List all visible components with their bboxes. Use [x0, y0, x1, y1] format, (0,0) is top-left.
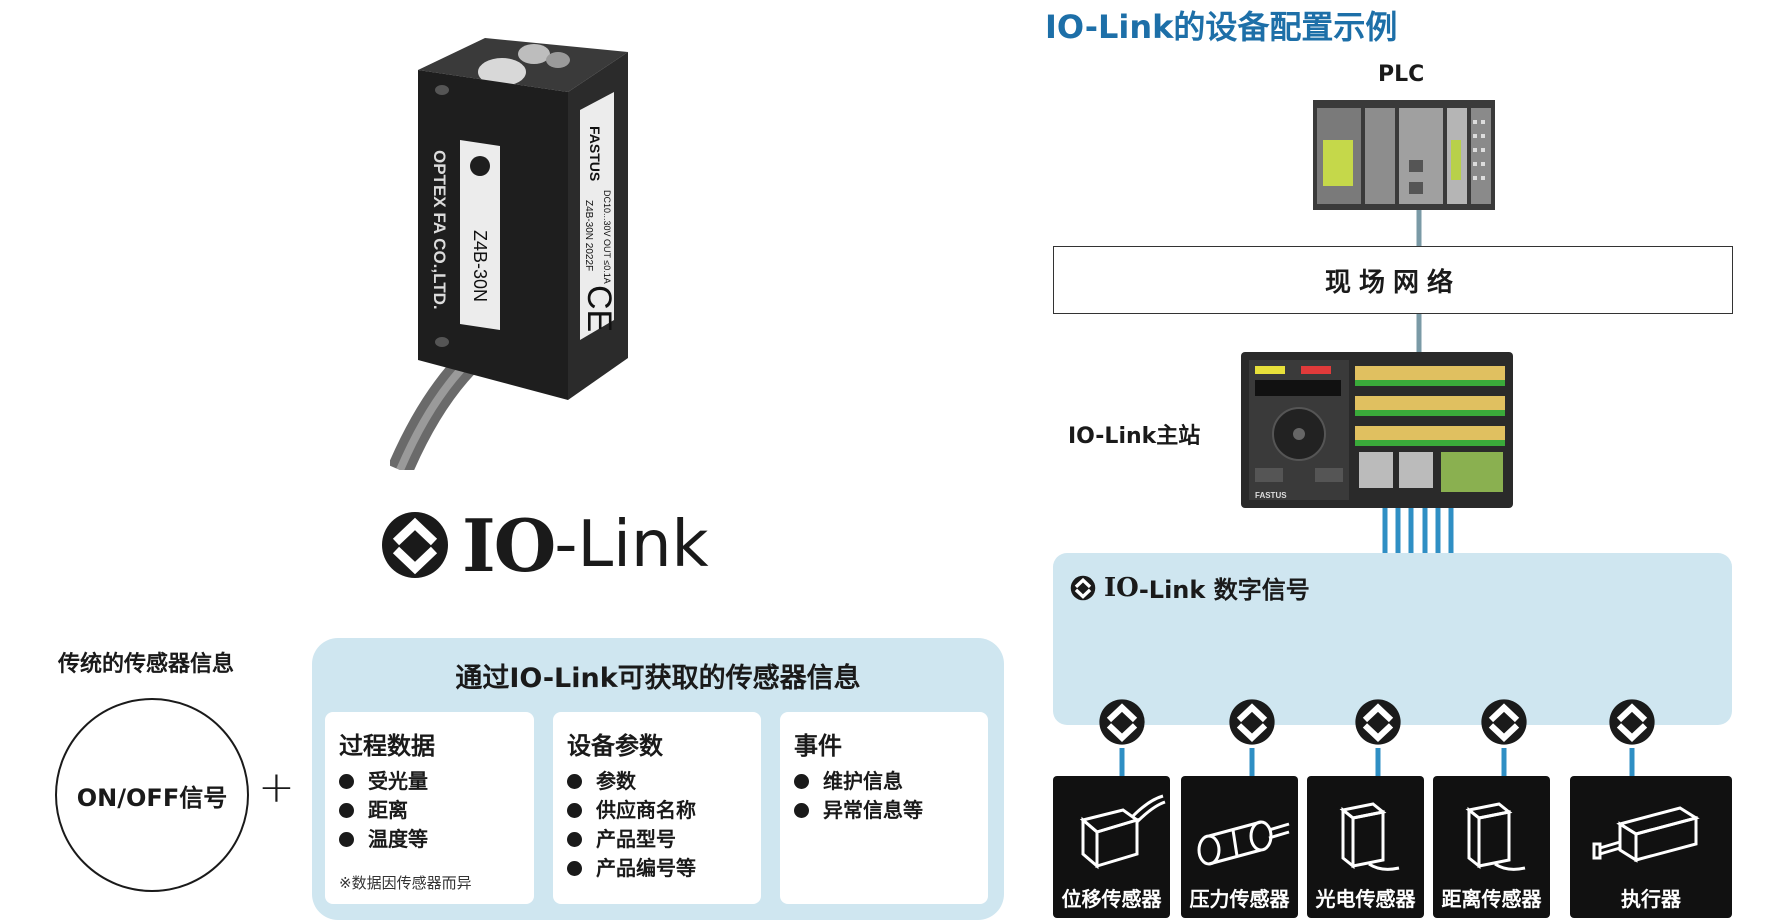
onoff-signal-label: ON/OFF信号: [76, 783, 228, 812]
connector-icon: [1609, 699, 1655, 745]
list-item: 距离: [339, 796, 534, 825]
card-title: 事件: [794, 732, 842, 760]
card-events: 事件 维护信息 异常信息等: [780, 712, 988, 904]
list-item: 参数: [567, 767, 761, 796]
list-item: 维护信息: [794, 767, 988, 796]
distance-sensor-icon: [1465, 802, 1526, 871]
iolink-logo-link: -Link: [554, 508, 709, 582]
field-network-box: 现场网络: [1053, 246, 1733, 314]
connector-icon: [1099, 699, 1145, 745]
device-label: 执行器: [1621, 887, 1681, 911]
iolink-symbol-icon: [1070, 575, 1096, 600]
list-item: 产品编号等: [567, 854, 761, 883]
displacement-sensor-icon: [1079, 794, 1166, 870]
sensor-photo: Z4B-30N OPTEX FA CO.,LTD. FASTUS DC10...…: [390, 38, 628, 470]
onoff-signal-circle: ON/OFF信号: [55, 698, 249, 892]
field-network-label: 现场网络: [1324, 267, 1461, 298]
plus-sign: +: [258, 762, 295, 813]
diagram-title: IO-Link的设备配置示例: [1045, 8, 1398, 46]
device-pressure-sensor: 压力传感器: [1181, 776, 1298, 918]
connector-icon: [1229, 699, 1275, 745]
digital-label-io: IO: [1104, 572, 1139, 603]
actuator-icon: [1592, 806, 1700, 863]
pressure-sensor-icon: [1197, 820, 1290, 866]
card-title: 过程数据: [339, 732, 435, 760]
digital-label-text: -Link 数字信号: [1138, 576, 1310, 604]
sensor-company-text: OPTEX FA CO.,LTD.: [430, 150, 449, 310]
list-item: 供应商名称: [567, 796, 761, 825]
list-item: 受光量: [339, 767, 534, 796]
device-actuator: 执行器: [1570, 776, 1732, 918]
list-item: 异常信息等: [794, 796, 988, 825]
device-label: 距离传感器: [1441, 887, 1542, 911]
device-label: 位移传感器: [1061, 887, 1162, 911]
plc-image: [1313, 100, 1495, 210]
iolink-logo: IO -Link: [380, 502, 709, 588]
device-photoelectric-sensor: 光电传感器: [1307, 776, 1424, 918]
sensor-model-text: Z4B-30N: [470, 230, 490, 302]
device-label: 光电传感器: [1315, 887, 1416, 911]
device-distance-sensor: 距离传感器: [1433, 776, 1550, 918]
connector-icon: [1481, 699, 1527, 745]
card-title: 设备参数: [567, 732, 663, 760]
iolink-symbol-icon: [382, 512, 448, 578]
iolink-logo-io: IO: [462, 502, 556, 588]
connector-icon: [1355, 699, 1401, 745]
traditional-info-title: 传统的传感器信息: [58, 652, 235, 677]
sensor-brand-text: FASTUS: [587, 126, 603, 181]
card-note: ※数据因传感器而异: [339, 874, 472, 892]
iolink-master-label: IO-Link主站: [1068, 424, 1201, 449]
sensor-spec-text: DC10...30V OUT ≤0.1A: [602, 190, 612, 284]
device-displacement-sensor: 位移传感器: [1053, 776, 1170, 918]
plc-label: PLC: [1378, 62, 1425, 87]
master-brand: FASTUS: [1255, 491, 1287, 500]
iolink-logo-icon: [470, 156, 490, 176]
iolink-info-title: 通过IO-Link可获取的传感器信息: [455, 663, 861, 694]
list-item: 产品型号: [567, 825, 761, 854]
ce-mark: CE: [580, 285, 618, 332]
list-item: 温度等: [339, 825, 534, 854]
iolink-digital-label: IO -Link 数字信号: [1070, 570, 1310, 605]
sensor-model-small-text: Z4B-30N 2022F: [583, 200, 594, 271]
device-label: 压力传感器: [1189, 887, 1290, 911]
card-device-params: 设备参数 参数 供应商名称 产品型号 产品编号等: [553, 712, 761, 904]
iolink-digital-panel: [1053, 553, 1732, 725]
card-process-data: 过程数据 受光量 距离 温度等 ※数据因传感器而异: [325, 712, 534, 904]
iolink-master-image: FASTUS: [1241, 352, 1513, 508]
photoelectric-sensor-icon: [1339, 802, 1400, 871]
